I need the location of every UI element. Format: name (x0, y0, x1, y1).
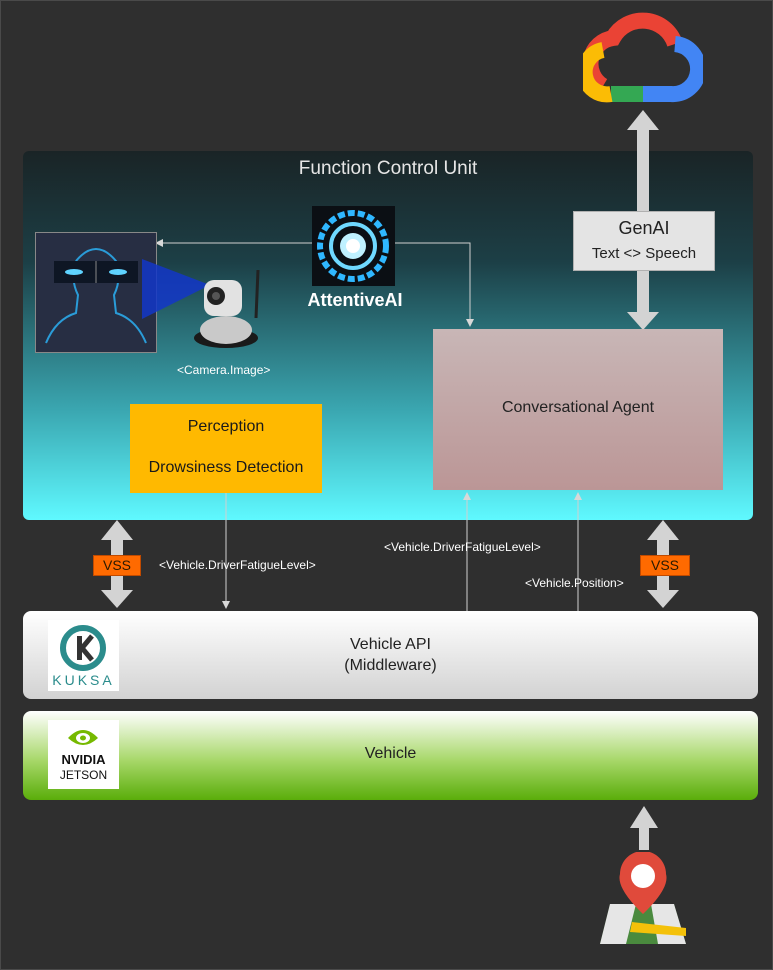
attentive-ai-label: AttentiveAI (307, 290, 403, 310)
edge-map-to-vehicle (630, 806, 658, 850)
kuksa-logo: KUKSA (48, 620, 119, 691)
position-label: <Vehicle.Position> (525, 576, 624, 590)
perception-box: Perception Drowsiness Detection (130, 404, 322, 493)
conversational-agent-label: Conversational Agent (501, 399, 655, 416)
vehicle-api-sub: (Middleware) (344, 657, 437, 674)
vehicle-label: Vehicle (364, 745, 417, 762)
nvidia-text: NVIDIA (61, 752, 106, 767)
fcu-title: Function Control Unit (298, 158, 478, 179)
camera-image-label: <Camera.Image> (177, 363, 271, 377)
vehicle-api-label: Vehicle API (350, 636, 431, 653)
drowsiness-label: Drowsiness Detection (148, 459, 304, 476)
perception-label: Perception (187, 418, 265, 435)
genai-title: GenAI (618, 218, 670, 238)
map-pin-icon (600, 852, 686, 944)
kuksa-text: KUKSA (52, 672, 115, 688)
vehicle-box: Vehicle (23, 711, 758, 800)
vss-badge-left: VSS (93, 555, 141, 576)
edge-vss-right (647, 520, 679, 608)
conversational-agent-box: Conversational Agent (433, 329, 723, 490)
camera-icon (194, 269, 260, 348)
vss-badge-right: VSS (640, 555, 690, 576)
jetson-text: JETSON (59, 768, 108, 782)
edge-attentive-to-agent (395, 242, 474, 327)
fatigue-label-right: <Vehicle.DriverFatigueLevel> (384, 540, 541, 554)
google-cloud-icon (583, 12, 703, 103)
driver-face-icon (35, 232, 157, 353)
arc-reactor-icon (312, 206, 395, 286)
genai-subtitle: Text <> Speech (591, 245, 697, 262)
camera-beam (142, 259, 210, 319)
genai-box: GenAI Text <> Speech (573, 211, 715, 271)
vehicle-api-box: Vehicle API (Middleware) (23, 611, 758, 699)
fatigue-label-left: <Vehicle.DriverFatigueLevel> (159, 558, 316, 572)
nvidia-logo: NVIDIA JETSON (48, 720, 119, 789)
